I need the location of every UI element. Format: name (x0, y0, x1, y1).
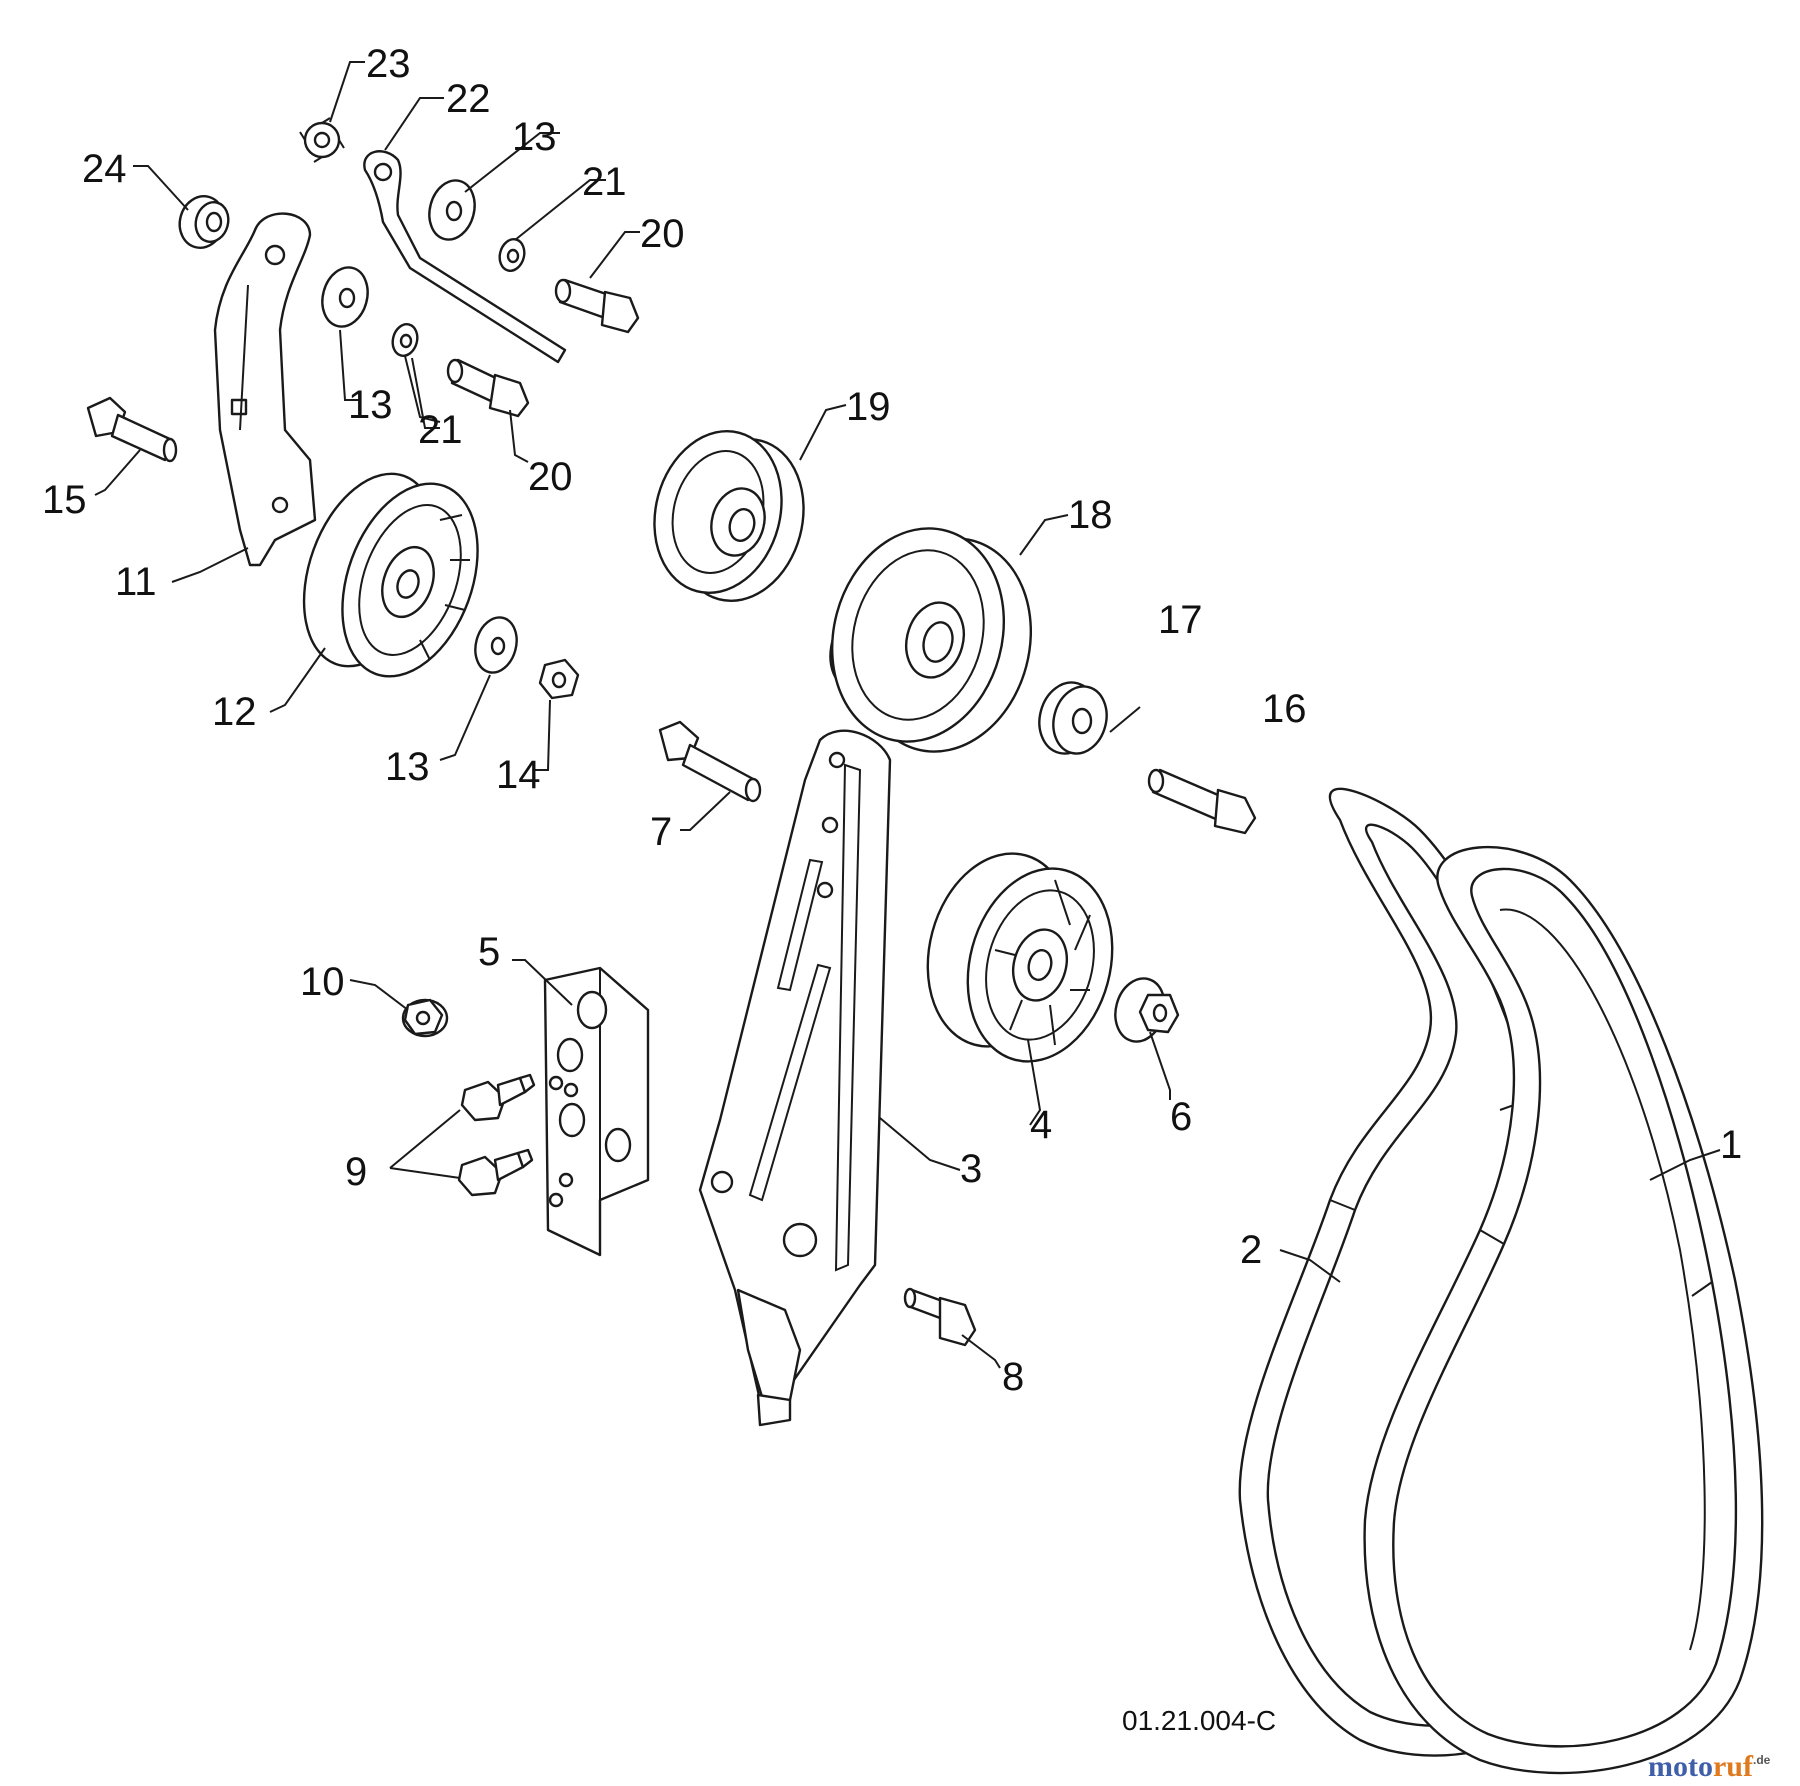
callout-10: 10 (300, 960, 345, 1004)
callout-5: 5 (478, 930, 500, 974)
callout-18: 18 (1068, 493, 1113, 537)
washer-13-top (428, 179, 476, 241)
callout-22: 22 (446, 77, 491, 121)
spacer-17 (1038, 681, 1108, 755)
washer-13-low (474, 616, 518, 674)
callout-2: 2 (1240, 1228, 1262, 1272)
washer-13-mid (321, 266, 369, 328)
bolt-7 (658, 720, 762, 803)
leader-lines (94, 61, 1721, 1369)
watermark-logo: motoruf.de (1648, 1750, 1771, 1783)
bolt-9-lower (457, 1148, 534, 1197)
callout-23: 23 (366, 42, 411, 86)
flange-nut-24 (178, 195, 230, 249)
callout-17: 17 (1158, 598, 1203, 642)
watermark-part-b: ruf (1713, 1750, 1754, 1783)
watermark-suffix: .de (1753, 1753, 1771, 1767)
callout-1: 1 (1720, 1123, 1742, 1167)
pulley-18 (829, 527, 1033, 753)
callout-16: 16 (1262, 687, 1307, 731)
callout-3: 3 (960, 1147, 982, 1191)
bolt-9-upper (460, 1073, 536, 1122)
callout-13-low: 13 (385, 745, 430, 789)
bolt-20-mid (446, 358, 530, 418)
lock-washer-21-mid (391, 323, 419, 357)
callout-24: 24 (82, 147, 127, 191)
pulley-4 (926, 852, 1114, 1063)
callout-8: 8 (1002, 1355, 1024, 1399)
pulley-12 (302, 472, 479, 678)
flange-nut-10 (401, 998, 449, 1038)
callout-6: 6 (1170, 1095, 1192, 1139)
bolt-8 (903, 1287, 977, 1347)
bracket-11 (213, 212, 317, 567)
callout-numbers: 1 2 3 4 5 6 7 8 9 10 11 12 13 13 13 14 1… (42, 42, 1742, 1399)
callout-11: 11 (115, 560, 157, 604)
watermark-part-a: moto (1648, 1750, 1713, 1783)
callout-7: 7 (650, 810, 672, 854)
star-washer-23 (299, 117, 345, 163)
callout-13-mid: 13 (348, 383, 393, 427)
callout-12: 12 (212, 690, 257, 734)
callout-9: 9 (345, 1150, 367, 1194)
belt-1 (1363, 845, 1764, 1775)
callout-15: 15 (42, 478, 87, 522)
bolt-20-top (554, 278, 640, 334)
nut-14 (538, 658, 580, 700)
callout-20-top: 20 (640, 212, 685, 256)
plate-5 (543, 966, 650, 1257)
callout-13-top: 13 (512, 115, 557, 159)
svg-text:motoruf.de: motoruf.de (1648, 1750, 1771, 1783)
drawing-code: 01.21.004-C (1122, 1705, 1276, 1736)
callout-4: 4 (1030, 1103, 1052, 1147)
bolt-15 (86, 396, 178, 463)
callout-19: 19 (846, 385, 891, 429)
callout-21-mid: 21 (418, 408, 463, 452)
idler-arm-3 (698, 729, 892, 1427)
bolt-16 (1147, 768, 1257, 835)
callout-14: 14 (496, 753, 541, 797)
callout-20-mid: 20 (528, 455, 573, 499)
callout-21-top: 21 (582, 160, 627, 204)
rod-22 (363, 150, 567, 364)
lock-washer-21-top (498, 238, 526, 272)
flange-nut-6 (1114, 977, 1180, 1043)
pulley-19 (653, 429, 805, 603)
